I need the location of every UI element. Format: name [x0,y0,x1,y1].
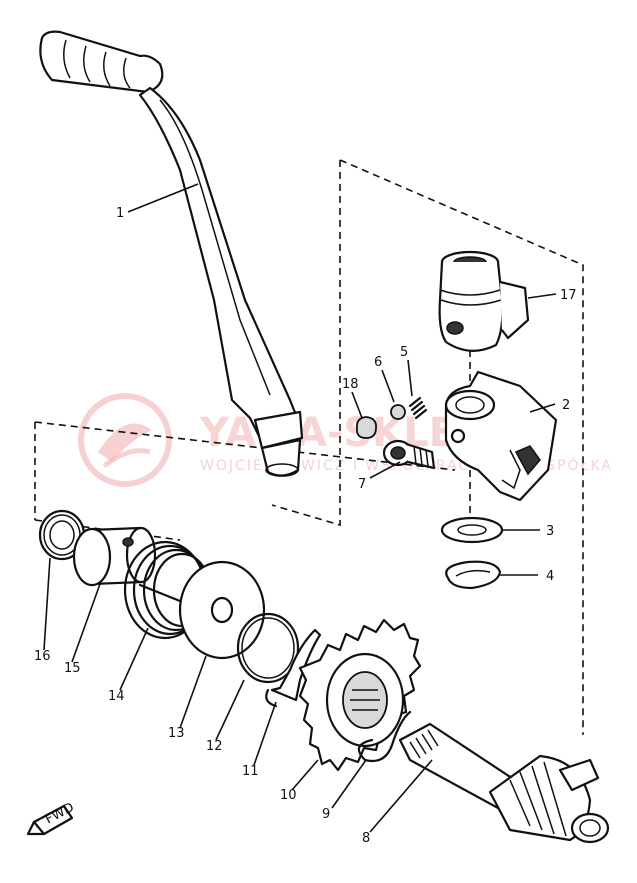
kick-boss-housing [438,250,530,352]
bolt [382,439,436,470]
spring-5 [408,396,428,420]
collar [72,526,157,587]
kick-crank-lever [39,30,304,477]
callout-2: 2 [562,398,570,413]
kick-ratchet [444,370,558,502]
circlip [445,560,502,590]
callout-1: 1 [116,206,124,221]
callout-7: 7 [358,477,366,492]
small-parts-cluster [356,396,428,439]
callout-16: 16 [34,649,51,664]
callout-6: 6 [374,355,382,370]
callout-9: 9 [322,807,330,822]
callout-14: 14 [108,689,125,704]
callout-12: 12 [206,739,223,754]
callout-10: 10 [280,788,297,803]
plug-18 [356,416,377,439]
spring-cover [178,560,266,660]
callout-15: 15 [64,661,81,676]
callout-17: 17 [560,288,577,303]
kick-gear [298,618,422,772]
ball-6 [390,404,406,420]
callouts: 1 2 3 4 5 6 7 8 9 10 11 12 13 14 15 16 1 [34,183,577,846]
callout-3: 3 [546,524,554,539]
kick-shaft [398,722,610,844]
circlip-12 [236,612,300,684]
callout-5: 5 [400,345,408,360]
washer [440,516,504,544]
fwd-direction-marker: FWD [26,800,77,836]
callout-13: 13 [168,726,185,741]
callout-8: 8 [362,831,370,846]
callout-4: 4 [546,569,554,584]
callout-18: 18 [342,377,359,392]
callout-11: 11 [242,764,259,779]
clip-9 [357,710,412,763]
watermark-logo-icon [78,393,172,487]
